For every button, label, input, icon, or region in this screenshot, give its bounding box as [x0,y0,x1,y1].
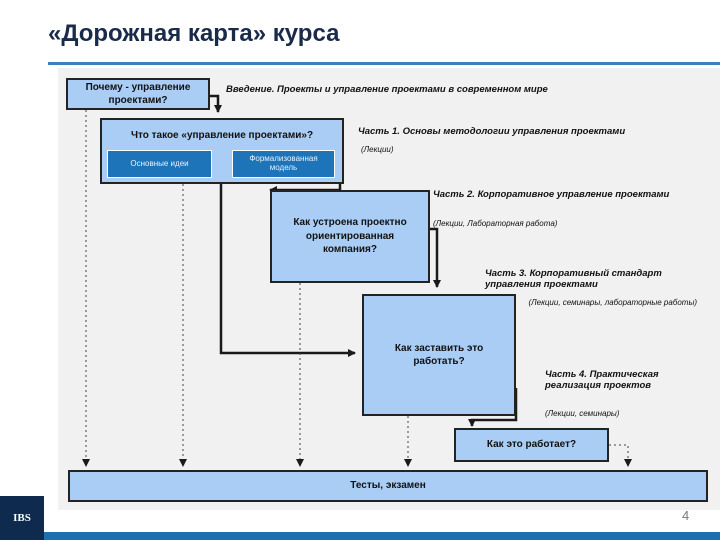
dotted-line-5 [609,444,632,467]
label-part1-sub: (Лекции) [361,145,394,154]
box-formal-model: Формализованная модель [232,150,335,178]
label-part4-sub: (Лекции, семинары) [545,409,620,418]
page-number: 4 [682,508,690,523]
box-make-work-label: Как заставить это работать? [394,342,484,368]
title-underline [48,62,720,65]
label-part4: Часть 4. Практическая реализация проекто… [545,369,659,391]
arrow-how-built-to-make-work [430,227,441,288]
arrow-make-work-to-how-works [468,388,518,427]
box-how-it-works: Как это работает? [454,428,609,462]
label-part3: Часть 3. Корпоративный стандарт управлен… [485,268,662,290]
box-main-ideas-label: Основные идеи [130,158,189,168]
label-intro: Введение. Проекты и управление проектами… [226,84,548,95]
box-make-it-work: Как заставить это работать? [362,294,516,416]
box-formal-model-label: Формализованная модель [249,154,318,172]
logo-text: IBS [13,512,31,524]
box-tests-exam: Тесты, экзамен [68,470,708,502]
arrow-why-to-what [210,94,222,113]
label-part2-sub: (Лекции, Лабораторная работа) [433,219,558,228]
box-how-company-built: Как устроена проектно ориентированная ко… [270,190,430,283]
box-why-project-management: Почему - управление проектами? [66,78,210,110]
box-why-label: Почему - управление проектами? [85,81,191,107]
box-tests-label: Тесты, экзамен [350,480,426,492]
footer-bar [0,532,720,540]
label-part2: Часть 2. Корпоративное управление проект… [433,189,670,200]
box-how-works-label: Как это работает? [486,439,577,451]
label-part1: Часть 1. Основы методологии управления п… [358,126,626,137]
box-how-built-label: Как устроена проектно ориентированная ко… [293,217,407,256]
arrow-what-to-how-built [269,183,342,194]
ibs-logo: IBS [0,496,44,540]
label-part3-sub: (Лекции, семинары, лабораторные работы) [528,298,697,307]
box-main-ideas: Основные идеи [107,150,212,178]
page-title: «Дорожная карта» курса [48,20,340,47]
box-what-label: Что такое «управление проектами»? [130,130,314,141]
arrow-what-to-make-work [219,184,356,357]
